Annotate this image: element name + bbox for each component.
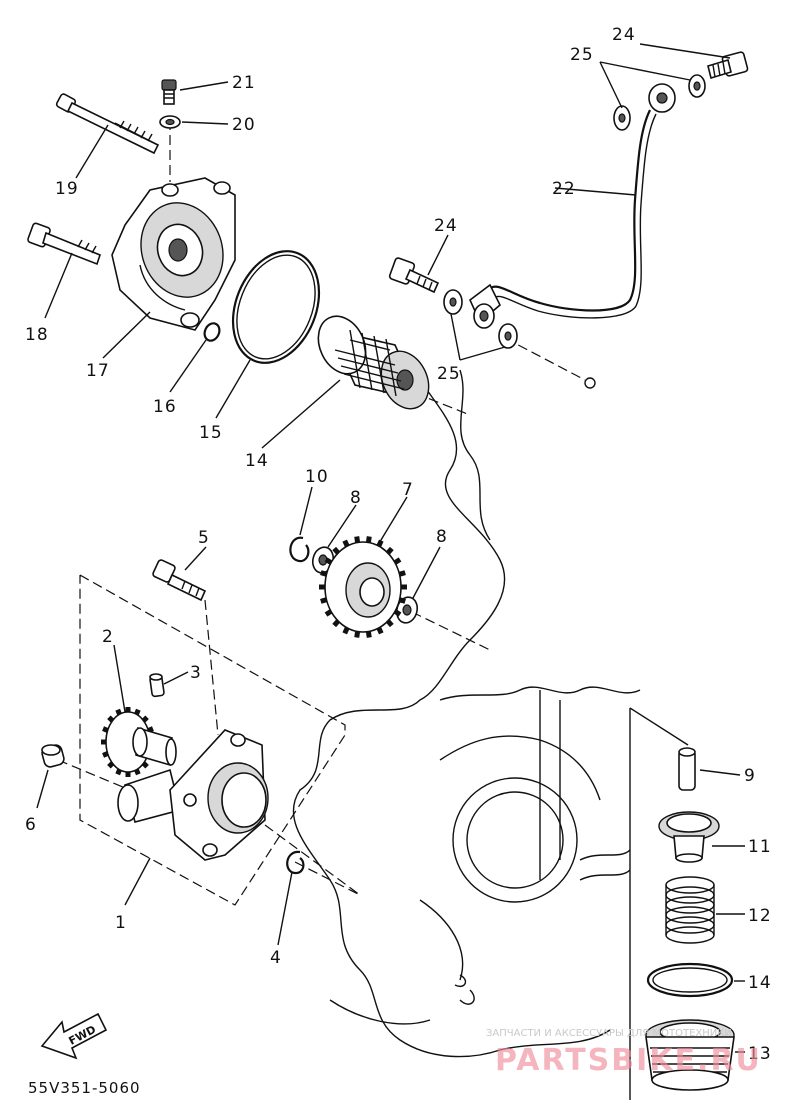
part-6-cap <box>41 744 65 768</box>
callout-15: 14 <box>245 451 269 471</box>
part-9-circlip <box>289 536 310 563</box>
callout-8-left: 8 <box>350 488 362 508</box>
callout-21: 20 <box>232 115 256 135</box>
callout-8-right: 8 <box>436 527 448 547</box>
gear-tooth <box>398 570 406 577</box>
part-19-short-bolt <box>27 222 101 266</box>
watermark: ЗАПЧАСТИ И АКСЕССУАРЫ ДЛЯ МОТОТЕХНИКИ PA… <box>486 1028 762 1078</box>
part-20-long-bolt <box>55 93 160 155</box>
part-24-banjo-bolt-middle <box>388 257 440 294</box>
watermark-brand: PARTSBIKE.RU <box>495 1043 762 1078</box>
callout-5: 5 <box>198 528 210 548</box>
callout-14: 14 <box>748 973 772 993</box>
watermark-text: ЗАПЧАСТИ И АКСЕССУАРЫ ДЛЯ МОТОТЕХНИКИ <box>486 1028 732 1039</box>
part-15-oil-filter <box>317 315 430 410</box>
gear-tooth <box>107 761 115 769</box>
callout-17: 16 <box>153 397 177 417</box>
crankcase-outline <box>292 369 641 1058</box>
callout-4: 4 <box>270 948 282 968</box>
gear-tooth <box>393 609 402 617</box>
gear-tooth <box>141 761 149 769</box>
callout-24-middle: 24 <box>434 216 458 236</box>
gear-tooth <box>385 546 394 555</box>
gear-tooth <box>354 631 361 638</box>
part-2-pump-gear <box>101 707 177 777</box>
gear-tooth <box>342 626 350 635</box>
leader-lines <box>36 43 745 1053</box>
part-16-o-ring-large <box>231 250 321 364</box>
gear-tooth <box>365 536 372 543</box>
callout-3: 3 <box>190 663 202 683</box>
gear-tooth <box>107 715 115 723</box>
callout-7: 7 <box>402 480 414 500</box>
callout-23: 22 <box>552 179 576 199</box>
figure-code: 55V351-5060 <box>28 1079 141 1097</box>
callout-25-middle: 25 <box>437 364 461 384</box>
gear-tooth <box>320 570 328 577</box>
part-21-washer <box>159 115 181 129</box>
gear-tooth <box>393 557 402 565</box>
callout-24-top: 24 <box>612 25 636 45</box>
part-11-plug <box>658 811 720 863</box>
callout-2: 2 <box>102 627 114 647</box>
part-7-gear <box>319 536 407 638</box>
part-25-washers-middle <box>443 289 518 349</box>
callout-25-top: 25 <box>570 45 594 65</box>
gear-tooth <box>324 557 333 565</box>
callout-19: 18 <box>25 325 49 345</box>
callout-16: 15 <box>199 423 223 443</box>
part-12-spring <box>665 876 715 944</box>
part-10-pin <box>678 747 696 791</box>
part-5-bolt <box>152 559 207 602</box>
part-4-circlip <box>286 850 305 875</box>
callout-9: 10 <box>305 467 329 487</box>
part-17-o-ring-small <box>203 322 221 342</box>
part-14-o-ring <box>646 962 734 998</box>
gear-tooth <box>365 631 372 638</box>
callout-6: 6 <box>25 815 37 835</box>
part-25-washers-top <box>613 74 706 131</box>
gear-tooth <box>354 536 361 543</box>
gear-tooth <box>398 597 406 604</box>
callout-13: 13 <box>748 1044 772 1064</box>
callout-22: 21 <box>232 73 256 93</box>
part-13-drain-plug <box>645 1019 735 1091</box>
part-22-plug-bolt <box>161 79 177 105</box>
part-18-filter-cover <box>111 177 236 331</box>
gear-tooth <box>376 626 384 635</box>
gear-tooth <box>320 597 328 604</box>
part-23-oil-pipe <box>469 83 676 329</box>
part-3-dowel-pin <box>149 673 165 698</box>
callout-1: 1 <box>115 913 127 933</box>
gear-tooth <box>332 546 341 555</box>
callout-labels: 21 20 19 18 17 16 15 14 24 25 22 24 25 1… <box>25 25 772 1064</box>
part-1-oil-pump-assembly <box>117 729 269 861</box>
gear-tooth <box>332 619 341 628</box>
gear-tooth <box>324 609 333 617</box>
callout-10: 9 <box>744 766 756 786</box>
fwd-arrow: FWD <box>40 1012 108 1060</box>
gear-tooth <box>385 619 394 628</box>
callout-20: 19 <box>55 179 79 199</box>
gear-tooth <box>342 539 350 548</box>
callout-11: 11 <box>748 837 772 857</box>
callout-18: 17 <box>86 361 110 381</box>
gear-tooth <box>141 715 149 723</box>
callout-12: 12 <box>748 906 772 926</box>
